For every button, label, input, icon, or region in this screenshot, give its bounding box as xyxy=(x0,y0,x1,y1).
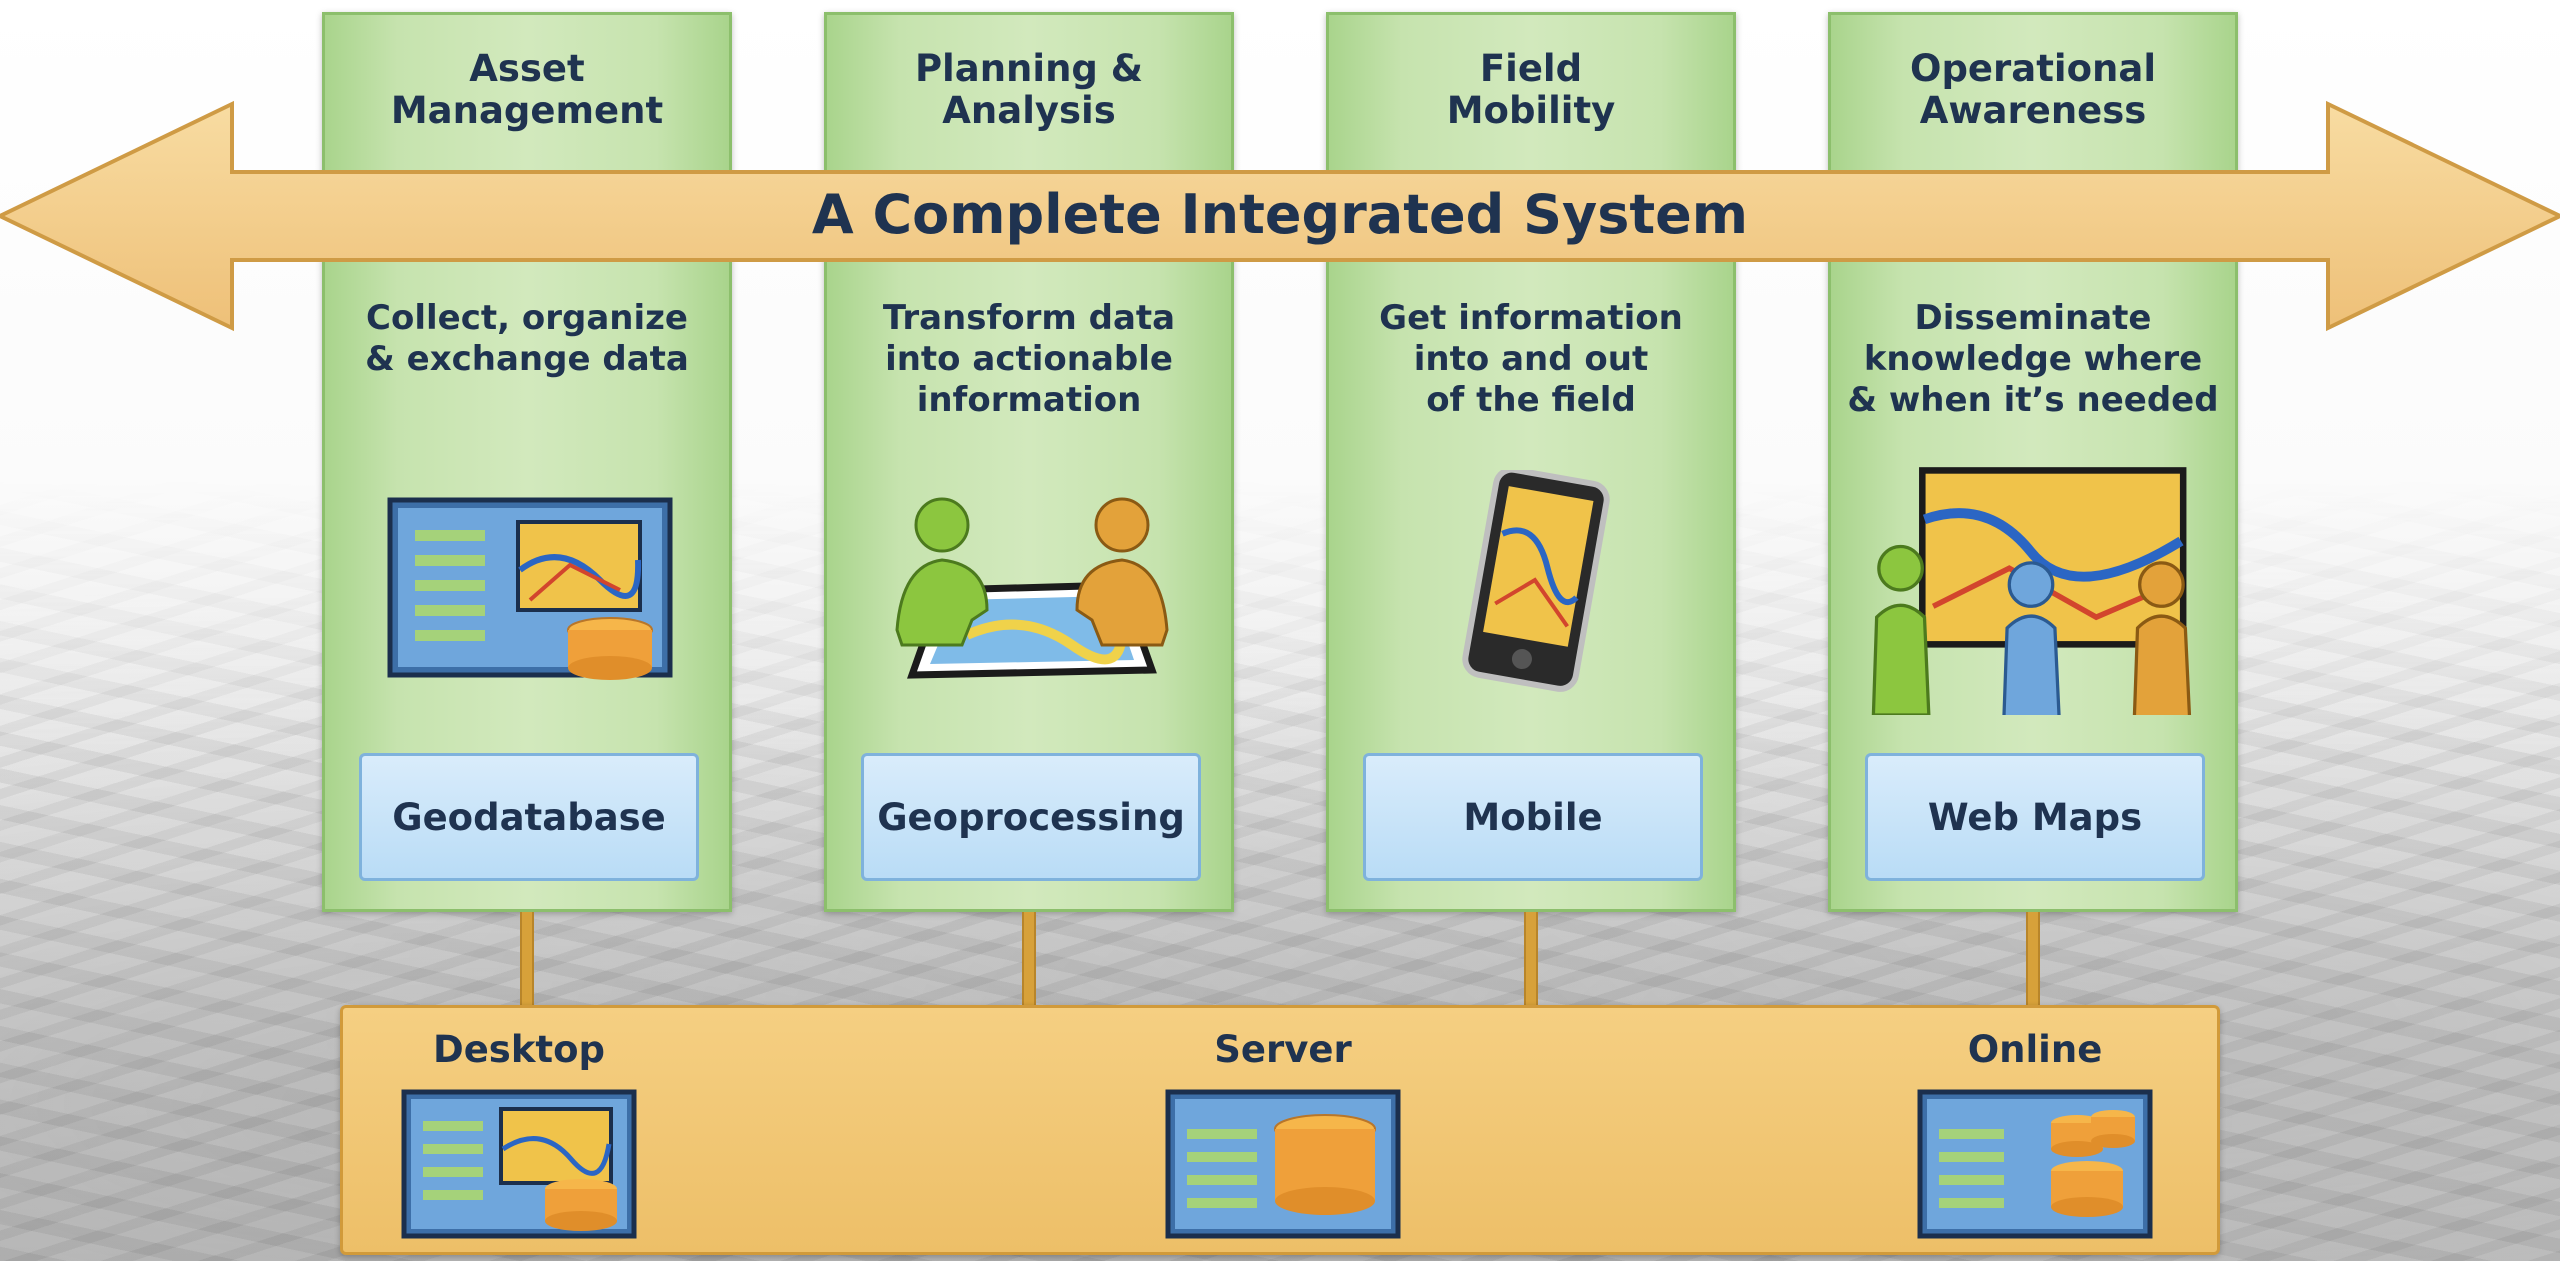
server-database-icon xyxy=(1165,1089,1401,1239)
double-headed-arrow xyxy=(0,100,2560,332)
technology-geodatabase: Geodatabase xyxy=(359,753,699,881)
online-databases-icon xyxy=(1917,1089,2153,1239)
connector-line xyxy=(1524,912,1538,1012)
connector-line xyxy=(520,912,534,1012)
desktop-map-database-icon xyxy=(401,1089,637,1239)
platform-label: Desktop xyxy=(432,1028,606,1071)
technology-web-maps: Web Maps xyxy=(1865,753,2205,881)
diagram-title: A Complete Integrated System xyxy=(811,183,1749,246)
column-field-mobility: Field Mobility Get information into and … xyxy=(1326,12,1736,912)
platform-server: Server xyxy=(1153,1008,1413,1239)
platform-label: Online xyxy=(1967,1028,2103,1071)
mobile-device-icon xyxy=(1462,470,1610,692)
technology-geoprocessing: Geoprocessing xyxy=(861,753,1201,881)
technology-mobile: Mobile xyxy=(1363,753,1703,881)
people-viewing-wall-map-icon xyxy=(1871,467,2192,715)
geodatabase-map-icon xyxy=(387,497,673,680)
people-analyzing-map-icon xyxy=(895,497,1169,679)
column-header: Asset Management xyxy=(390,47,664,132)
platform-bar: Desktop Server Online xyxy=(340,1005,2220,1255)
connector-line xyxy=(1022,912,1036,1012)
column-asset-management: Asset Management Collect, organize & exc… xyxy=(322,12,732,912)
column-header: Field Mobility xyxy=(1446,47,1616,132)
connector-line xyxy=(2026,912,2040,1012)
platform-online: Online xyxy=(1905,1008,2165,1239)
platform-desktop: Desktop xyxy=(389,1008,649,1239)
column-header: Planning & Analysis xyxy=(914,47,1144,132)
column-description: Disseminate knowledge where & when it’s … xyxy=(1847,298,2219,420)
column-description: Collect, organize & exchange data xyxy=(365,298,689,379)
platform-label: Server xyxy=(1214,1028,1352,1071)
column-operational-awareness: Operational Awareness Disseminate knowle… xyxy=(1828,12,2238,912)
column-description: Get information into and out of the fiel… xyxy=(1379,298,1683,420)
column-header: Operational Awareness xyxy=(1909,47,2157,132)
column-planning-analysis: Planning & Analysis Transform data into … xyxy=(824,12,1234,912)
column-description: Transform data into actionable informati… xyxy=(882,298,1176,420)
